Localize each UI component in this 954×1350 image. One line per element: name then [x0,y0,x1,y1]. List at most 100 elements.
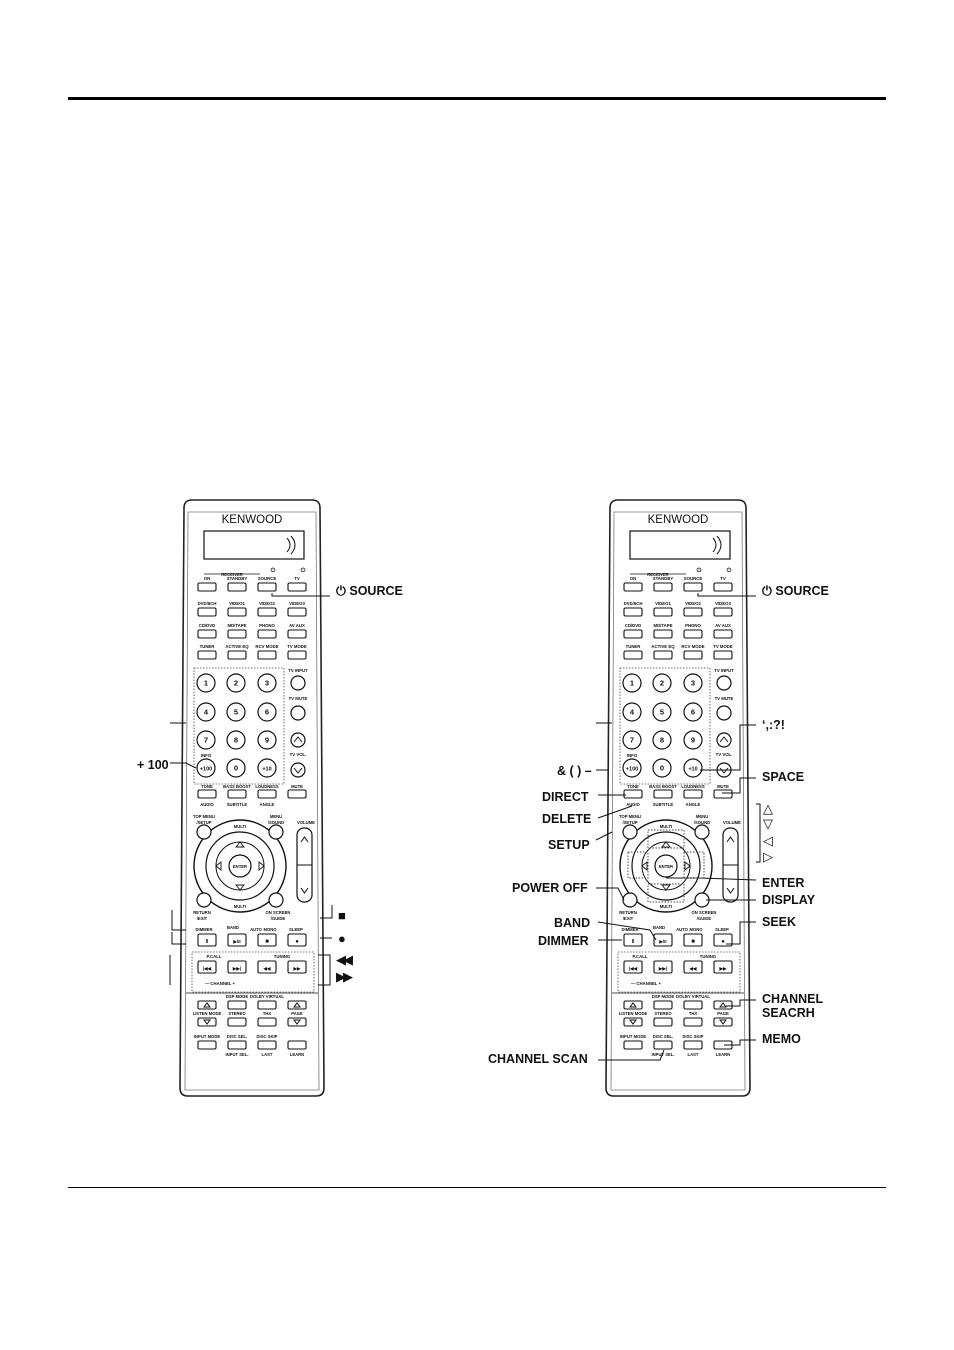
left-label-ff: ▶▶ [336,969,353,984]
pause-icon: II [632,939,635,945]
remote-multi-label: MULTI [234,824,246,829]
remote-row-label: TUNER [200,644,216,649]
remote-row-label: MD/TAPE [653,623,672,628]
remote-button [197,1017,217,1027]
remote-body [605,499,751,1097]
remote-button [197,789,217,799]
remote-ir-icon [286,535,296,555]
remote-round-label: +100 [626,767,638,773]
up-arrow-icon [300,836,309,843]
remote-button [227,1040,247,1050]
nav-arrow-icon [641,861,648,871]
down-arrow-icon [629,1019,637,1025]
up-arrow-icon [629,1002,637,1008]
remote-button [713,1000,733,1010]
remote-round-label: 0 [660,764,664,773]
remote-button [713,582,733,592]
remote-round-label: 1 [630,679,634,688]
remote-return-label: RETURN [619,910,636,915]
remote-input-label: DISC SEL. [227,1034,247,1039]
remote-round-label: +10 [262,767,271,773]
leader-delete [597,805,633,819]
remote-button [683,650,703,660]
remote-audio-label: ANGLE [260,802,275,807]
remote-nav-ring-outer [193,819,287,913]
rewind-icon: ◀◀ [688,966,697,971]
remote-row-label: MD/TAPE [227,623,246,628]
right-label-punct: ‘,:?! [762,718,785,732]
remote-button [227,1000,247,1010]
down-arrow-icon [719,1019,727,1025]
remote-brand-logo: KENWOOD [648,514,709,526]
remote-menu-label: /SOUND [694,820,710,825]
remote-round-button [226,673,246,693]
remote-button [683,789,703,799]
remote-display-window [629,530,731,560]
remote-audio-label: SUBTITLE [227,802,248,807]
right-label-display: DISPLAY [762,893,816,907]
remote-button [713,650,733,660]
remote-nav-ring [631,831,701,901]
remote-input-label: LEARN [716,1052,730,1057]
remote-button [227,933,247,947]
remote-round-label: 2 [234,679,238,688]
remote-button [623,933,643,947]
fast-forward-icon: ▶▶ [292,966,302,971]
remote-row-label: VIDEO2 [685,601,701,606]
remote-round-label: 2 [660,679,664,688]
remote-row-label: STANDBY [653,576,674,581]
leader-enter [666,877,757,881]
remote-button [653,650,673,660]
leader-dimmer-left [171,932,186,945]
remote-enter-button [228,854,252,878]
remote-round-button [290,705,306,721]
remote-button [623,960,643,974]
remote-row-label: TV MODE [287,644,307,649]
right-label-down: ▽ [763,816,773,831]
remote-enter-button [654,854,678,878]
remote-onscreen-label: /GUIDE [697,916,712,921]
remote-button [683,1040,703,1050]
remote-pcall-label: P.CALL [633,954,648,959]
remote-round-button [257,673,277,693]
remote-round-button [622,892,638,908]
remote-row-label: SOURCE [258,576,277,581]
nav-arrow-icon [258,861,265,871]
bottom-rule [68,1187,886,1188]
fast-forward-icon: ▶▶ [718,966,728,971]
remote-numpad-frame [619,667,711,785]
remote-topmenu-label: TOP MENU [193,814,215,819]
remote-button [257,650,277,660]
stop-icon: ■ [691,939,695,945]
leader-space [722,777,756,794]
down-arrow-icon [203,1019,211,1025]
remote-round-label: 9 [691,736,695,745]
leader-channel-scan [598,1049,665,1061]
power-icon: ⏻ [727,567,732,574]
remote-button [287,629,307,639]
remote-button [197,933,217,947]
remote-row-label: AUTO [676,927,689,932]
power-icon: ⏻ [697,567,702,574]
remote-round-button [290,732,306,748]
remote-tuning-label: TUNING [274,954,291,959]
remote-return-label: /EXIT [197,916,208,921]
prev-icon: |◀◀ [203,966,212,971]
remote-body [179,499,325,1097]
remote-row-label: RCV MODE [255,644,278,649]
remote-row-label: TV MODE [713,644,733,649]
remote-round-button [622,702,642,722]
left-label-stop: ■ [338,908,346,923]
highlight-left [627,851,649,879]
remote-topmenu-label: /SETUP [196,820,211,825]
remote-listen-label: THX [689,1011,698,1016]
remote-button [227,1017,247,1027]
remote-row-label: TV [294,576,300,581]
remote-button [257,1017,277,1027]
right-label-power-off: POWER OFF [512,881,588,895]
remote-input-label: DISC SEL. [653,1034,673,1039]
remote-tone-label: MUTE [291,784,303,789]
remote-button [287,1017,307,1027]
